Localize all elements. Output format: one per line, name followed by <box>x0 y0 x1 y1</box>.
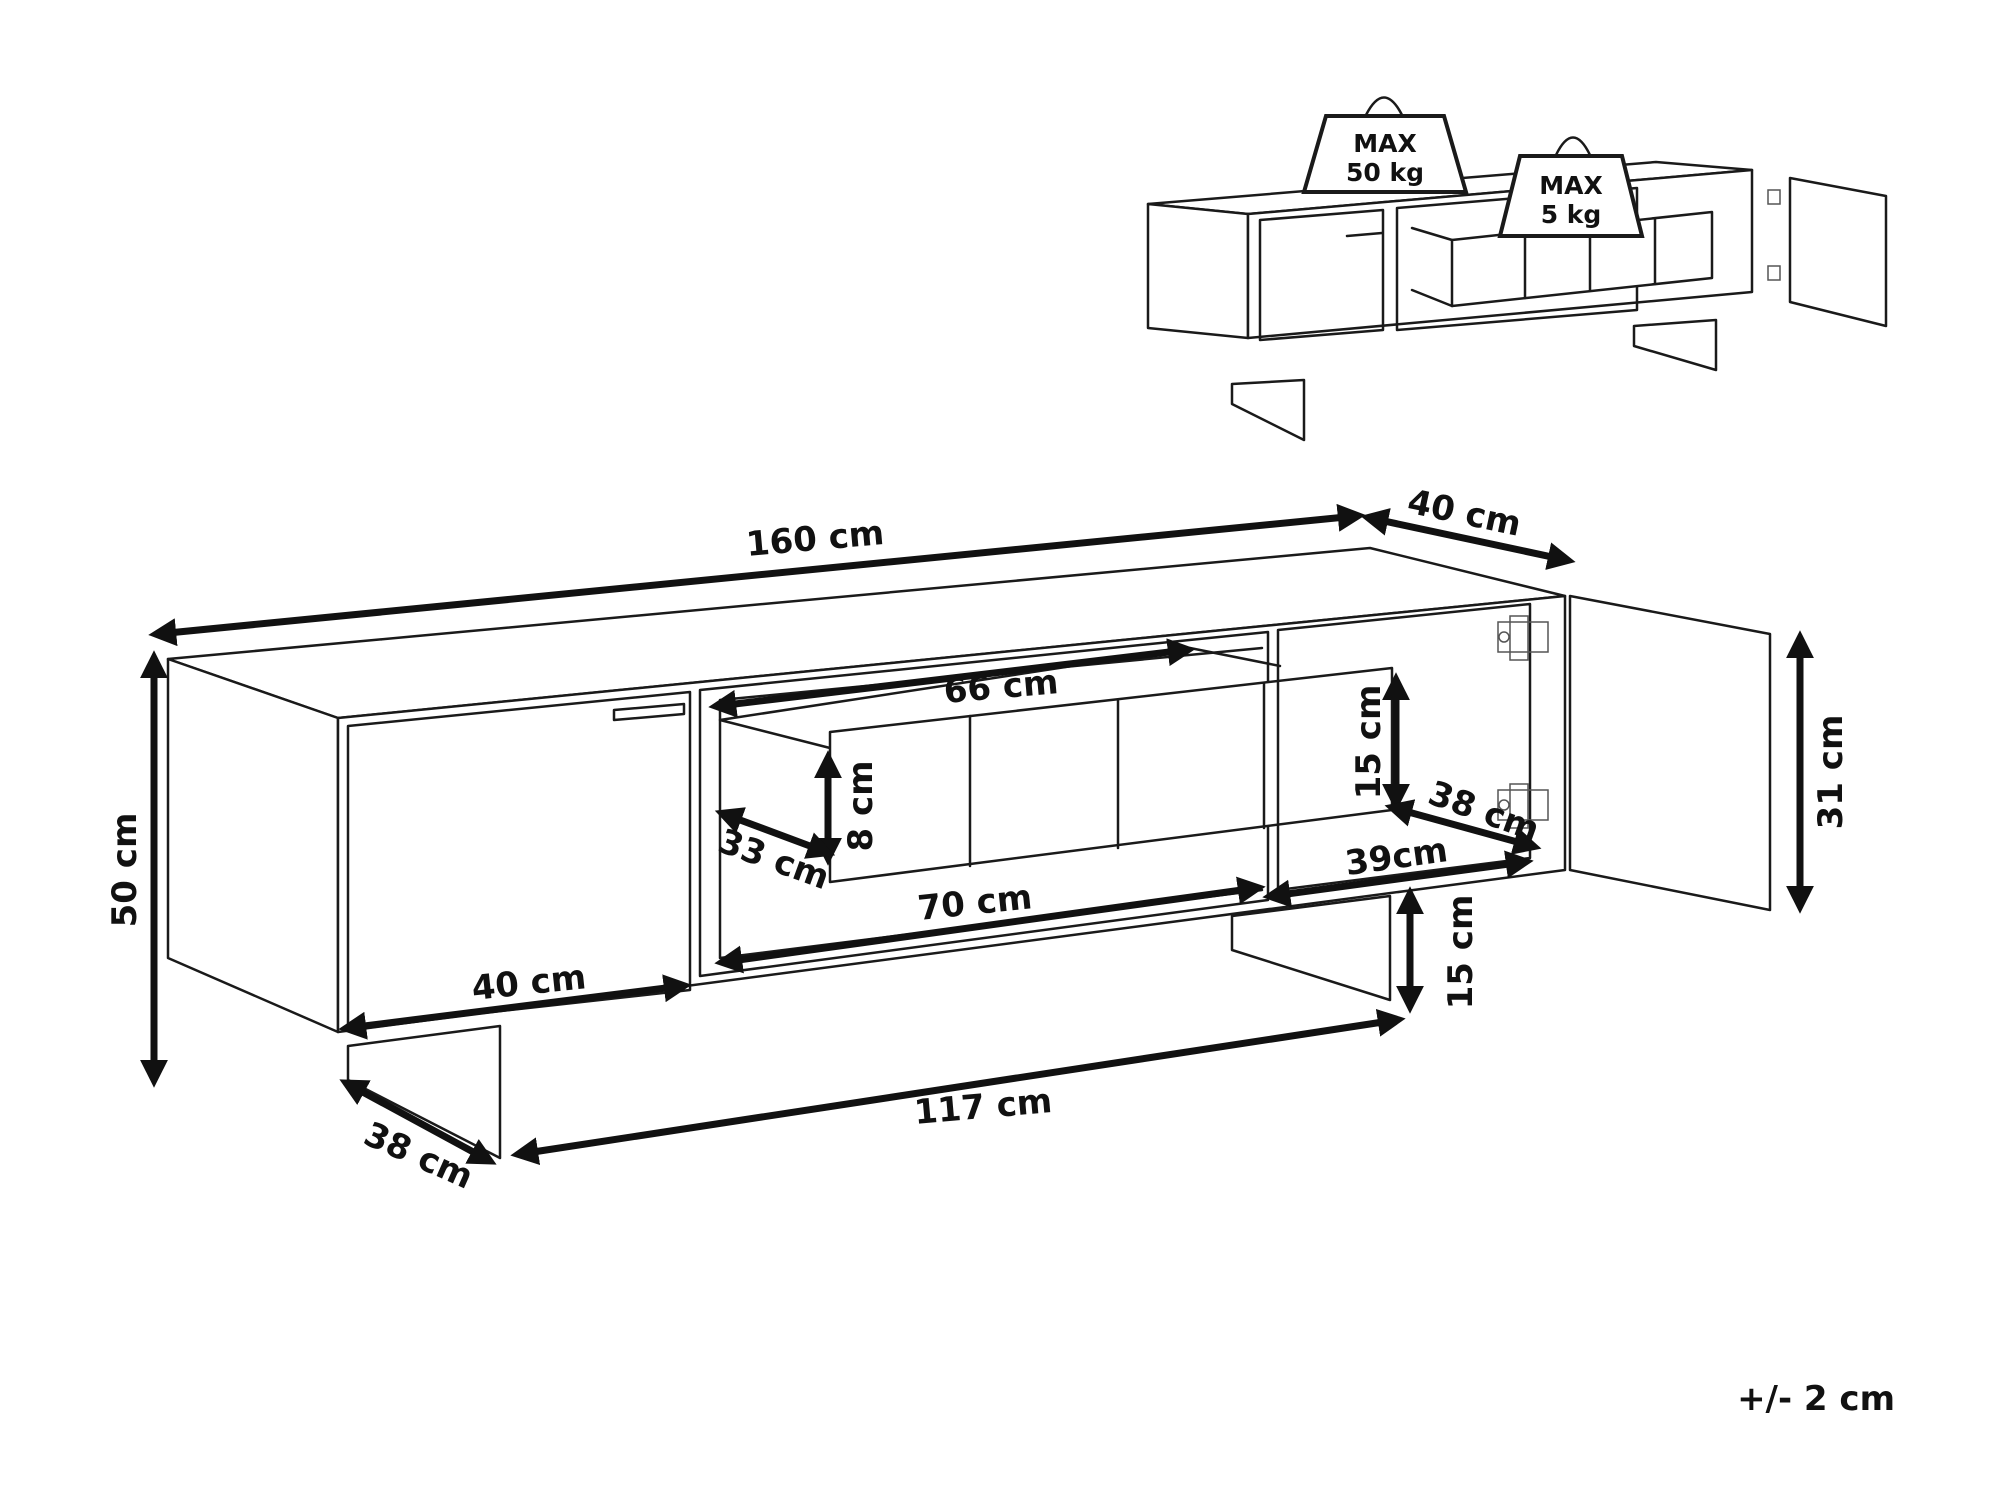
max-drawer-line2: 5 kg <box>1541 200 1602 229</box>
door-compartment-depth-arrow <box>1384 799 1542 855</box>
leg-height-label: 15 cm <box>1441 895 1481 1010</box>
leg-depth-label: 38 cm <box>358 1114 479 1197</box>
max-load-drawer-badge: MAX 5 kg <box>1497 136 1645 238</box>
tolerance-note: +/- 2 cm <box>1737 1379 1895 1419</box>
width-arrow <box>148 503 1366 647</box>
left-compartment-width-arrow <box>338 974 692 1040</box>
max-top-line2: 50 kg <box>1346 158 1424 187</box>
drawer-inner-width-label: 66 cm <box>942 662 1060 712</box>
drawer-depth-arrow <box>714 807 836 859</box>
max-drawer-line1: MAX <box>1539 171 1603 200</box>
leg-span-arrow <box>510 1008 1406 1166</box>
main-illustration <box>166 546 1772 1160</box>
max-load-top-badge: MAX 50 kg <box>1301 96 1469 194</box>
compartment-width-arrow <box>714 876 1266 974</box>
depth-arrow <box>1360 508 1576 570</box>
door-height-label: 31 cm <box>1811 715 1851 830</box>
height-label: 50 cm <box>105 813 145 928</box>
drawer-front-height-label: 15 cm <box>1349 685 1389 800</box>
max-top-line1: MAX <box>1353 129 1417 158</box>
preview-illustration: MAX 50 kg MAX 5 kg <box>1146 96 1888 442</box>
leg-depth-arrow <box>339 1079 497 1165</box>
width-label: 160 cm <box>744 513 885 565</box>
drawer-side-height-label: 8 cm <box>841 760 881 851</box>
dimension-lines <box>140 503 1814 1166</box>
drawer-inner-width-arrow <box>708 638 1196 718</box>
door-compartment-width-arrow <box>1262 850 1534 908</box>
hinge-upper <box>1497 615 1549 661</box>
